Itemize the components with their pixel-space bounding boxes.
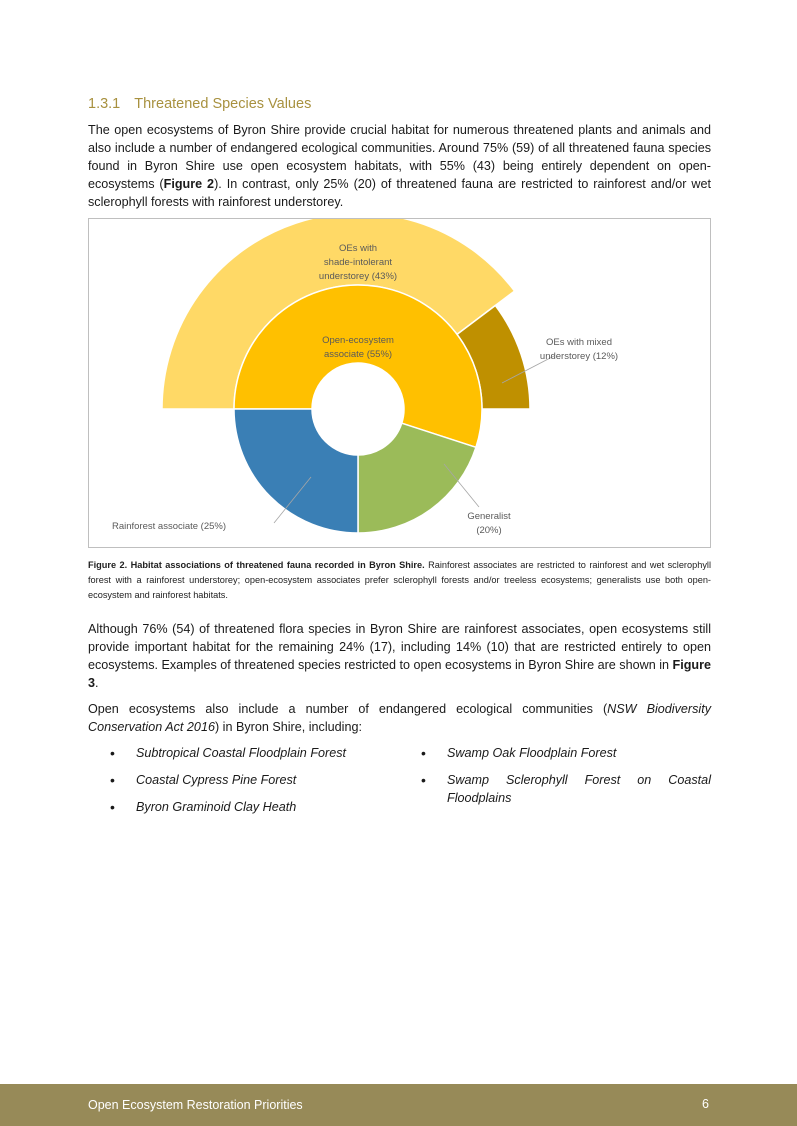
act-name: NSW Biodiversity Conservation Act 2016 [88,702,711,734]
section-heading: 1.3.1 Threatened Species Values [88,96,311,112]
list-item: Swamp Oak Floodplain Forest [421,744,711,762]
paragraph-threatened-fauna: The open ecosystems of Byron Shire provi… [88,123,711,209]
page-number: 6 [702,1097,709,1111]
list-item: Coastal Cypress Pine Forest [110,771,400,789]
figure-2-reference: Figure 2 [163,177,215,191]
inner-slice-label: Generalist(20%) [467,511,511,536]
page-footer: Open Ecosystem Restoration Priorities 6 [0,1084,797,1126]
figure-3-reference: Figure 3 [88,658,711,690]
communities-list-right: Swamp Oak Floodplain Forest Swamp Sclero… [421,744,711,816]
paragraph-threatened-flora: Although 76% (54) of threatened flora sp… [88,622,711,690]
section-title: Threatened Species Values [134,96,312,112]
communities-list-left: Subtropical Coastal Floodplain Forest Co… [110,744,400,825]
list-item: Byron Graminoid Clay Heath [110,798,400,816]
paragraph-ecological-communities: Open ecosystems also include a number of… [88,702,711,734]
figure-2-caption: Figure 2. Habitat associations of threat… [88,560,711,600]
inner-ring-slice [233,284,483,449]
leader-line [501,355,555,384]
list-item: Subtropical Coastal Floodplain Forest [110,744,400,762]
inner-ring-slice [233,408,359,534]
leader-line [443,463,480,508]
list-item: Swamp Sclerophyll Forest on Coastal Floo… [421,771,711,807]
leader-line [273,476,312,524]
footer-title: Open Ecosystem Restoration Priorities [88,1098,303,1112]
inner-slice-label: Rainforest associate (25%) [112,521,226,532]
section-number: 1.3.1 [88,96,121,112]
inner-ring-slice [357,422,477,534]
